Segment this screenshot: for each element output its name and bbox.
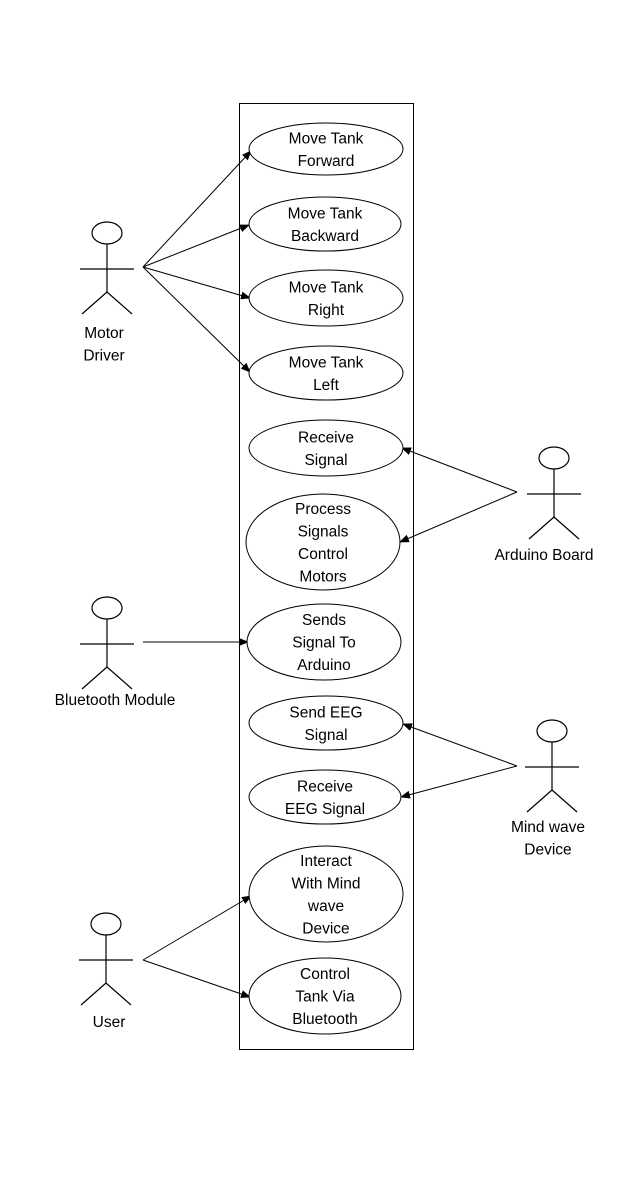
use-case-label-line: Signal bbox=[304, 727, 347, 744]
use-case-label-line: Bluetooth bbox=[292, 1011, 358, 1028]
actor-label-line: Bluetooth Module bbox=[55, 692, 176, 709]
use-case-label-line: Signal To bbox=[292, 635, 355, 652]
use-case-label-line: Backward bbox=[291, 228, 359, 245]
stick-figure-icon bbox=[80, 596, 134, 690]
use-case-label-line: wave bbox=[307, 898, 344, 915]
use-case-ellipse bbox=[248, 196, 402, 252]
actor-user[interactable]: User bbox=[79, 912, 133, 1031]
association-arrow-motor-driver-to-move-backward bbox=[142, 224, 250, 268]
use-case-label-line: Motors bbox=[299, 568, 347, 585]
use-case-label-line: Interact bbox=[300, 853, 352, 870]
association-arrow-motor-driver-to-move-right bbox=[142, 266, 251, 300]
use-case-label-line: Receive bbox=[298, 429, 354, 446]
use-case-ellipse bbox=[246, 603, 402, 681]
use-case-ellipse bbox=[248, 345, 404, 401]
stick-figure-icon bbox=[527, 446, 581, 540]
system-boundary bbox=[239, 103, 414, 1050]
use-case-label-line: Forward bbox=[298, 153, 355, 170]
association-arrow-arduino-board-to-process-signals bbox=[399, 491, 518, 543]
use-case-label-line: Signal bbox=[304, 452, 347, 469]
use-case-label-line: Move Tank bbox=[288, 205, 363, 222]
use-case-label-line: Send EEG bbox=[289, 704, 362, 721]
association-arrow-mind-wave-device-to-send-eeg bbox=[402, 723, 518, 767]
use-case-label-line: With Mind bbox=[292, 875, 361, 892]
use-case-ellipse bbox=[248, 695, 404, 751]
actor-label-line: Driver bbox=[83, 348, 124, 365]
use-case-label-line: EEG Signal bbox=[285, 801, 365, 818]
use-case-ellipse bbox=[248, 957, 402, 1035]
use-case-ellipse bbox=[245, 493, 401, 591]
use-case-label-line: Control bbox=[300, 966, 350, 983]
use-case-send-eeg[interactable]: Send EEG Signal bbox=[248, 695, 404, 751]
use-case-label-line: Move Tank bbox=[289, 354, 364, 371]
use-case-ellipse bbox=[248, 769, 402, 825]
association-arrow-mind-wave-device-to-receive-eeg bbox=[400, 765, 518, 799]
actor-label-line: Device bbox=[524, 842, 571, 859]
use-case-label-line: Control bbox=[298, 546, 348, 563]
stick-figure-icon bbox=[525, 719, 579, 813]
use-case-label-line: Process bbox=[295, 501, 351, 518]
use-case-label-line: Left bbox=[313, 377, 340, 394]
use-case-label-line: Right bbox=[308, 302, 345, 319]
use-case-label-line: Device bbox=[302, 920, 349, 937]
use-case-label-line: Move Tank bbox=[289, 130, 364, 147]
actor-bluetooth-module[interactable]: Bluetooth Module bbox=[55, 596, 176, 709]
stick-figure-icon bbox=[80, 221, 134, 315]
use-case-label-line: Signals bbox=[298, 523, 349, 540]
association-arrow-motor-driver-to-move-forward bbox=[142, 150, 252, 268]
associations bbox=[142, 150, 518, 998]
use-case-ellipse bbox=[248, 122, 404, 176]
association-arrow-user-to-control-tank bbox=[142, 959, 251, 998]
actor-label-line: Mind wave bbox=[511, 819, 585, 836]
actor-arduino-board[interactable]: Arduino Board bbox=[494, 446, 594, 564]
use-case-ellipse bbox=[248, 845, 404, 943]
association-arrow-user-to-interact-mindwave bbox=[142, 895, 252, 961]
use-case-label-line: Sends bbox=[302, 612, 346, 629]
use-case-label-line: Arduino bbox=[297, 657, 350, 674]
actor-label-line: Arduino Board bbox=[494, 547, 593, 564]
use-case-label-line: Move Tank bbox=[289, 279, 364, 296]
actor-label-line: Motor bbox=[84, 325, 124, 342]
stick-figure-icon bbox=[79, 912, 133, 1006]
use-case-label-line: Tank Via bbox=[295, 989, 355, 1006]
association-arrow-arduino-board-to-receive-signal bbox=[401, 447, 518, 493]
use-case-label-line: Receive bbox=[297, 778, 353, 795]
association-arrow-motor-driver-to-move-left bbox=[142, 266, 251, 373]
actor-label-line: User bbox=[93, 1014, 126, 1031]
use-case-ellipse bbox=[248, 269, 404, 327]
use-case-ellipse bbox=[248, 419, 404, 477]
